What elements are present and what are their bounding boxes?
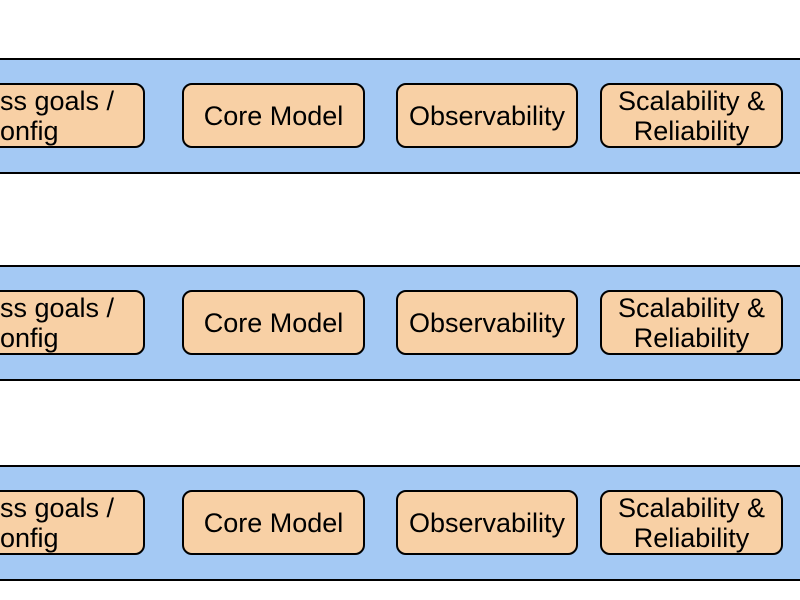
node-core-model: Core Model <box>182 290 365 355</box>
node-label-line: Reliability <box>633 322 750 353</box>
node-label-line: ss goals / <box>0 492 115 523</box>
node-label-line: onfig <box>0 115 59 146</box>
node-label-line: Observability <box>408 307 566 338</box>
node-label-line: Core Model <box>203 100 344 131</box>
node-label-line: Core Model <box>203 507 344 538</box>
node-scalability-reliability: Scalability & Reliability <box>600 490 783 555</box>
node-label-line: Scalability & <box>617 292 766 323</box>
node-goals-config-clipped: ss goals / onfig <box>0 490 145 555</box>
node-label-line: onfig <box>0 322 59 353</box>
node-observability: Observability <box>396 490 578 555</box>
node-label-line: Reliability <box>633 115 750 146</box>
node-observability: Observability <box>396 83 578 148</box>
node-label-line: Scalability & <box>617 492 766 523</box>
node-label-line: Reliability <box>633 522 750 553</box>
node-label-line: Observability <box>408 507 566 538</box>
node-label-line: Observability <box>408 100 566 131</box>
node-scalability-reliability: Scalability & Reliability <box>600 290 783 355</box>
node-scalability-reliability: Scalability & Reliability <box>600 83 783 148</box>
node-goals-config-clipped: ss goals / onfig <box>0 83 145 148</box>
node-goals-config-clipped: ss goals / onfig <box>0 290 145 355</box>
node-label-line: ss goals / <box>0 85 115 116</box>
node-core-model: Core Model <box>182 83 365 148</box>
node-label-line: ss goals / <box>0 292 115 323</box>
node-label-line: Core Model <box>203 307 344 338</box>
node-label-line: Scalability & <box>617 85 766 116</box>
node-observability: Observability <box>396 290 578 355</box>
node-label-line: onfig <box>0 522 59 553</box>
node-core-model: Core Model <box>182 490 365 555</box>
